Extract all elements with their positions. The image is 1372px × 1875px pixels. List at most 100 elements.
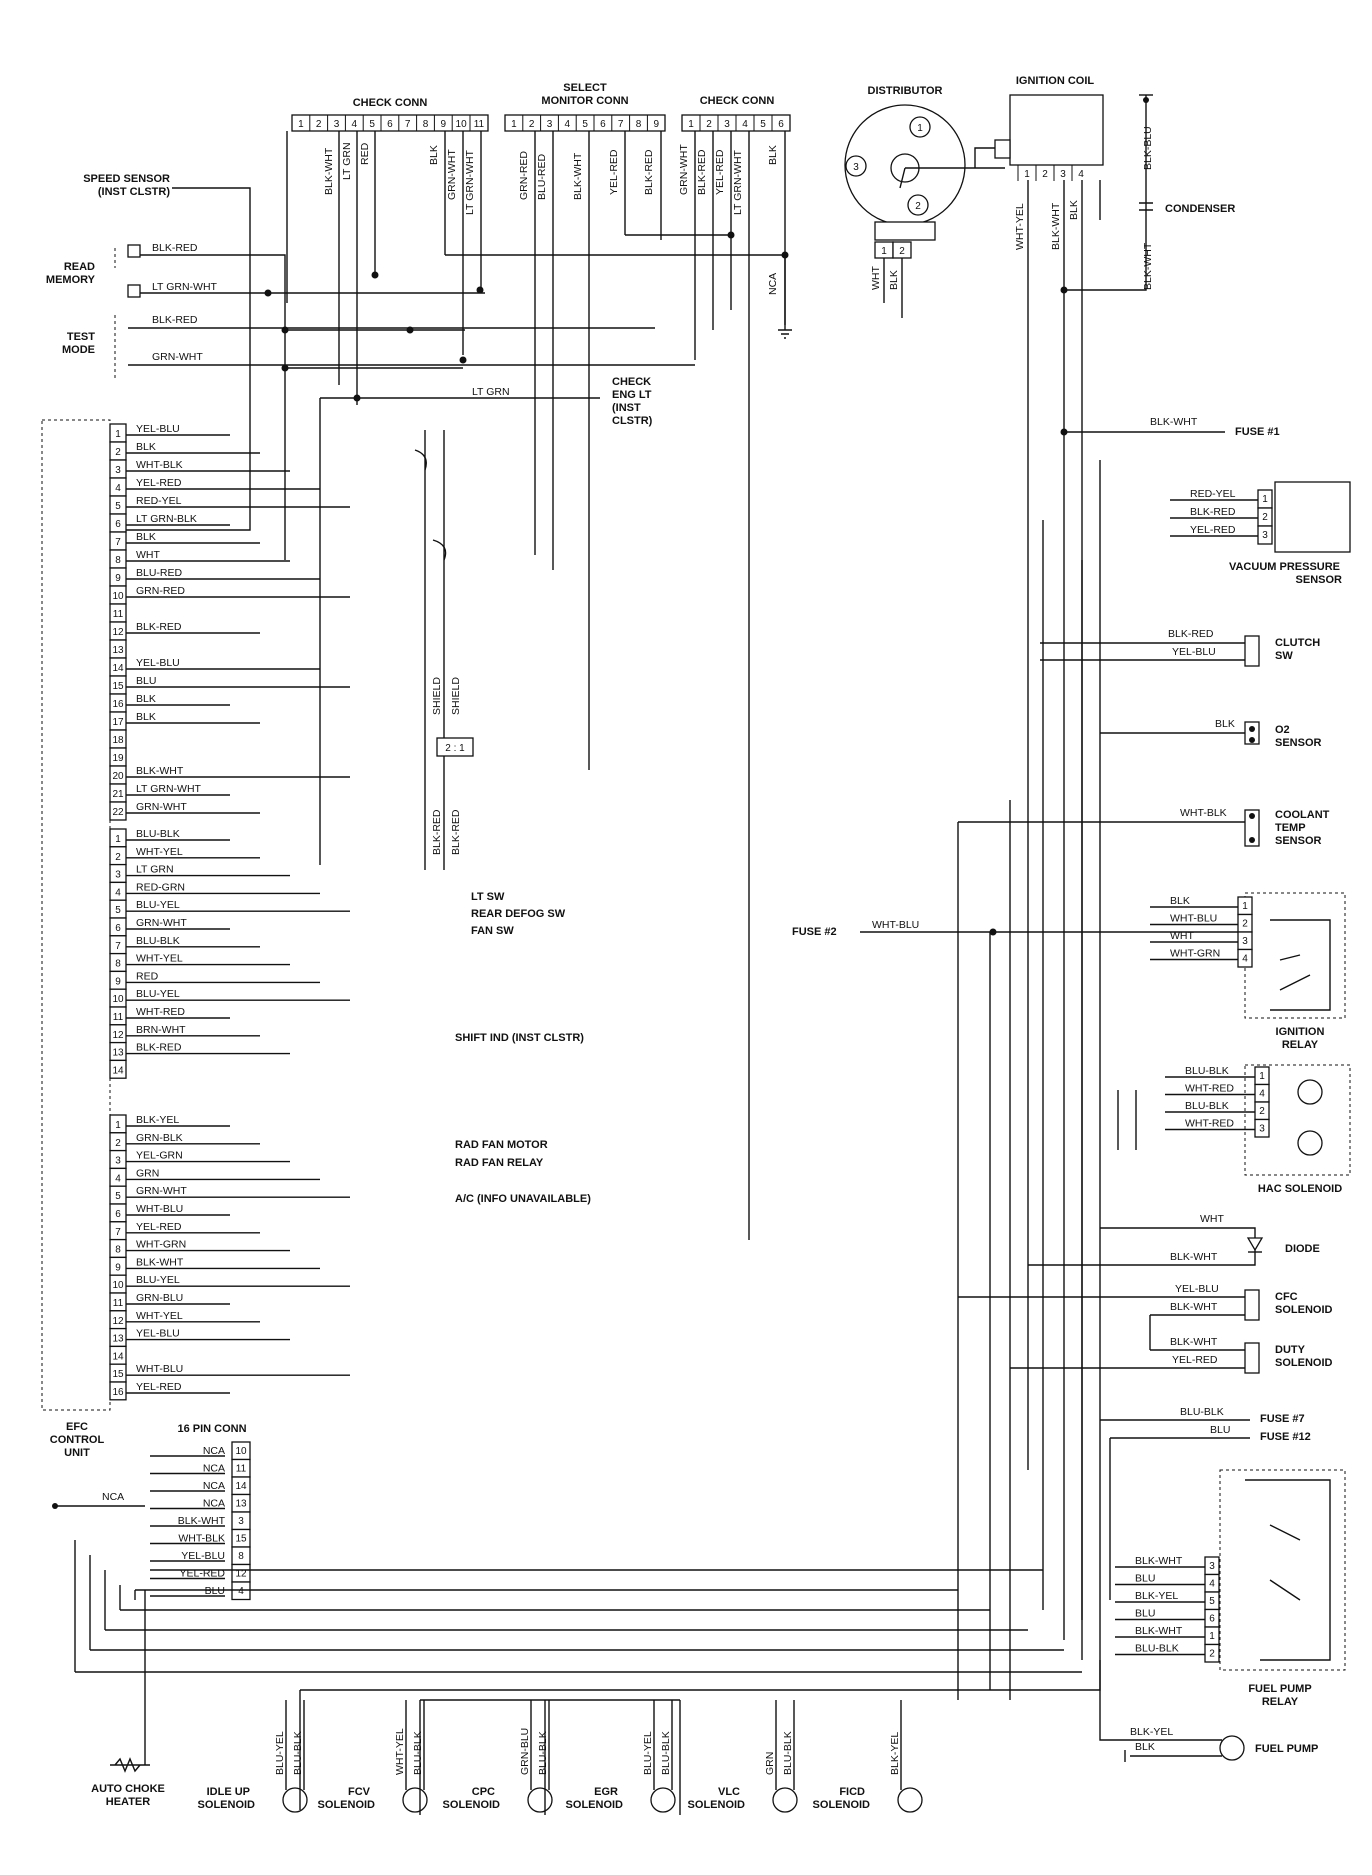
dist-t2: 2 (915, 201, 921, 212)
pin16-pin-8: 8 (238, 1551, 244, 1562)
solenoid-5-label-1: VLC (718, 1786, 740, 1798)
vps-pin-1: 1 (1262, 494, 1268, 505)
pin16-title: 16 PIN CONN (177, 1423, 246, 1435)
fuse1-label: FUSE #1 (1235, 426, 1280, 438)
ecu-c-pin-cell (109, 1381, 127, 1401)
ecu-c-wire-10: BLU-YEL (136, 1274, 180, 1286)
o2-sensor: BLK O2 SENSOR (1100, 718, 1322, 749)
ecu-b-pin-13: 13 (112, 1048, 124, 1059)
distributor: DISTRIBUTOR 1 2 3 1 2 WHT BLK (844, 85, 1005, 318)
ecu-outline (41, 419, 111, 1411)
fuse12-label: FUSE #12 (1260, 1431, 1311, 1443)
fpr-pin-3: 3 (1209, 1561, 1215, 1572)
rear-defog-label: REAR DEFOG SW (471, 908, 566, 920)
lt-sw-label: LT SW (471, 891, 505, 903)
dist-wire-blk: BLK (888, 270, 900, 290)
lt-grn-label: LT GRN (472, 386, 510, 398)
check-eng-3: (INST (612, 402, 641, 414)
ecu-b-wire-9: RED (136, 970, 159, 982)
ir-pin-4: 4 (1242, 954, 1248, 965)
solenoid-2-wire-0: WHT-YEL (394, 1728, 406, 1775)
dist-pin2: 2 (899, 246, 905, 257)
vps-label-2: SENSOR (1296, 574, 1343, 586)
o2-wire: BLK (1215, 718, 1235, 730)
ecu-b-pin-4: 4 (115, 887, 121, 898)
ecu-c-wire-5: GRN-WHT (136, 1185, 187, 1197)
vps-wire-2: YEL-RED (1190, 524, 1236, 536)
ign-relay-label-1: IGNITION (1276, 1026, 1325, 1038)
ecu-a-wire-9: BLU-RED (136, 567, 183, 579)
ecu-c-wire-3: YEL-GRN (136, 1150, 183, 1162)
ecu-c-pin-12: 12 (112, 1316, 124, 1327)
pin16-pin-3: 3 (238, 1516, 244, 1527)
ecu-a-pin-cell (109, 801, 127, 821)
clutch-wire-0: BLK-RED (1168, 628, 1214, 640)
ignition-coil-title: IGNITION COIL (1016, 75, 1095, 87)
shield-conn-label: 2 : 1 (445, 743, 465, 754)
tm-wire-0: BLK-RED (152, 314, 198, 326)
ir-wire-2: WHT (1170, 930, 1194, 942)
fpr-label-2: RELAY (1262, 1696, 1299, 1708)
hac-wire-2: BLU-BLK (1185, 1100, 1229, 1112)
ecu-c-wire-9: BLK-WHT (136, 1256, 184, 1268)
fpr-pin-2: 2 (1209, 1649, 1215, 1660)
hac-label: HAC SOLENOID (1258, 1183, 1342, 1195)
ecu-a-wire-3: WHT-BLK (136, 459, 183, 471)
ic-pin: 4 (1078, 169, 1084, 180)
vps-label-1: VACUUM PRESSURE (1229, 561, 1340, 573)
vps-cell (1257, 525, 1273, 545)
ecu-a-wire-21: LT GRN-WHT (136, 783, 202, 795)
vps-pin-2: 2 (1262, 512, 1268, 523)
solenoid-2-label-2: SOLENOID (318, 1799, 376, 1811)
solenoid-1-label-2: SOLENOID (198, 1799, 256, 1811)
ir-pin-1: 1 (1242, 901, 1248, 912)
pin16-wire-4: BLK-WHT (178, 1515, 226, 1527)
cond-wire-1: BLK-BLU (1142, 126, 1154, 170)
test-mode-2: MODE (62, 344, 95, 356)
ecu-a-pin-11: 11 (113, 609, 124, 620)
shift-ind-label: SHIFT IND (INST CLSTR) (455, 1032, 584, 1044)
ecu-b-wire-11: WHT-RED (136, 1006, 185, 1018)
shield-1: SHIELD (431, 677, 443, 715)
cfc-wire-1: BLK-WHT (1170, 1301, 1218, 1313)
shield-2: SHIELD (450, 677, 462, 715)
ecu-a-pin-14: 14 (112, 663, 124, 674)
middle-section: SHIELD SHIELD 2 : 1 BLK-RED BLK-RED LT S… (414, 430, 1240, 1205)
fuel-pump-relay: 3BLK-WHT4BLU5BLK-YEL6BLU1BLK-WHT2BLU-BLK… (1115, 1469, 1346, 1708)
junction (781, 251, 789, 259)
ic-wire-0: WHT-YEL (1014, 203, 1026, 250)
pin16-wire-3: NCA (203, 1498, 225, 1510)
solenoid-4-wire-0: BLU-YEL (642, 1731, 654, 1775)
fuse7-wire: BLU-BLK (1180, 1406, 1224, 1418)
solenoid-4-label-2: SOLENOID (566, 1799, 624, 1811)
solenoid-6-wire-0: BLK-YEL (889, 1732, 901, 1775)
ecu-c-wire-12: WHT-YEL (136, 1310, 183, 1322)
auto-choke-label-2: HEATER (106, 1796, 150, 1808)
tw-2: RED (359, 142, 371, 165)
ic-pin: 1 (1024, 169, 1030, 180)
ecu-a-pin-20: 20 (112, 771, 124, 782)
solenoid-1-wire-0: BLU-YEL (274, 1731, 286, 1775)
ecu-b-pin-1: 1 (115, 834, 121, 845)
ignition-coil-body (1009, 94, 1104, 166)
solenoid-1-wire-1: BLU-BLK (292, 1731, 304, 1775)
ecu-c-pin-13: 13 (112, 1334, 124, 1345)
cc2-pin: 2 (706, 119, 712, 130)
ir-pin-3: 3 (1242, 936, 1248, 947)
cc2-pin: 1 (688, 119, 694, 130)
ecu-c-wire-4: GRN (136, 1167, 159, 1179)
sm-pin: 1 (511, 119, 517, 130)
ecu-c-wire-1: BLK-YEL (136, 1114, 179, 1126)
pin16-wire-1: NCA (203, 1463, 225, 1475)
ecu-c-pin-6: 6 (115, 1209, 121, 1220)
cfc-label-1: CFC (1275, 1291, 1298, 1303)
ecu-a-wire-5: RED-YEL (136, 495, 182, 507)
sm-pin: 3 (547, 119, 553, 130)
fuse12-wire: BLU (1210, 1424, 1230, 1436)
ecu-b-pin-2: 2 (115, 852, 121, 863)
dist-pin1: 1 (881, 246, 887, 257)
